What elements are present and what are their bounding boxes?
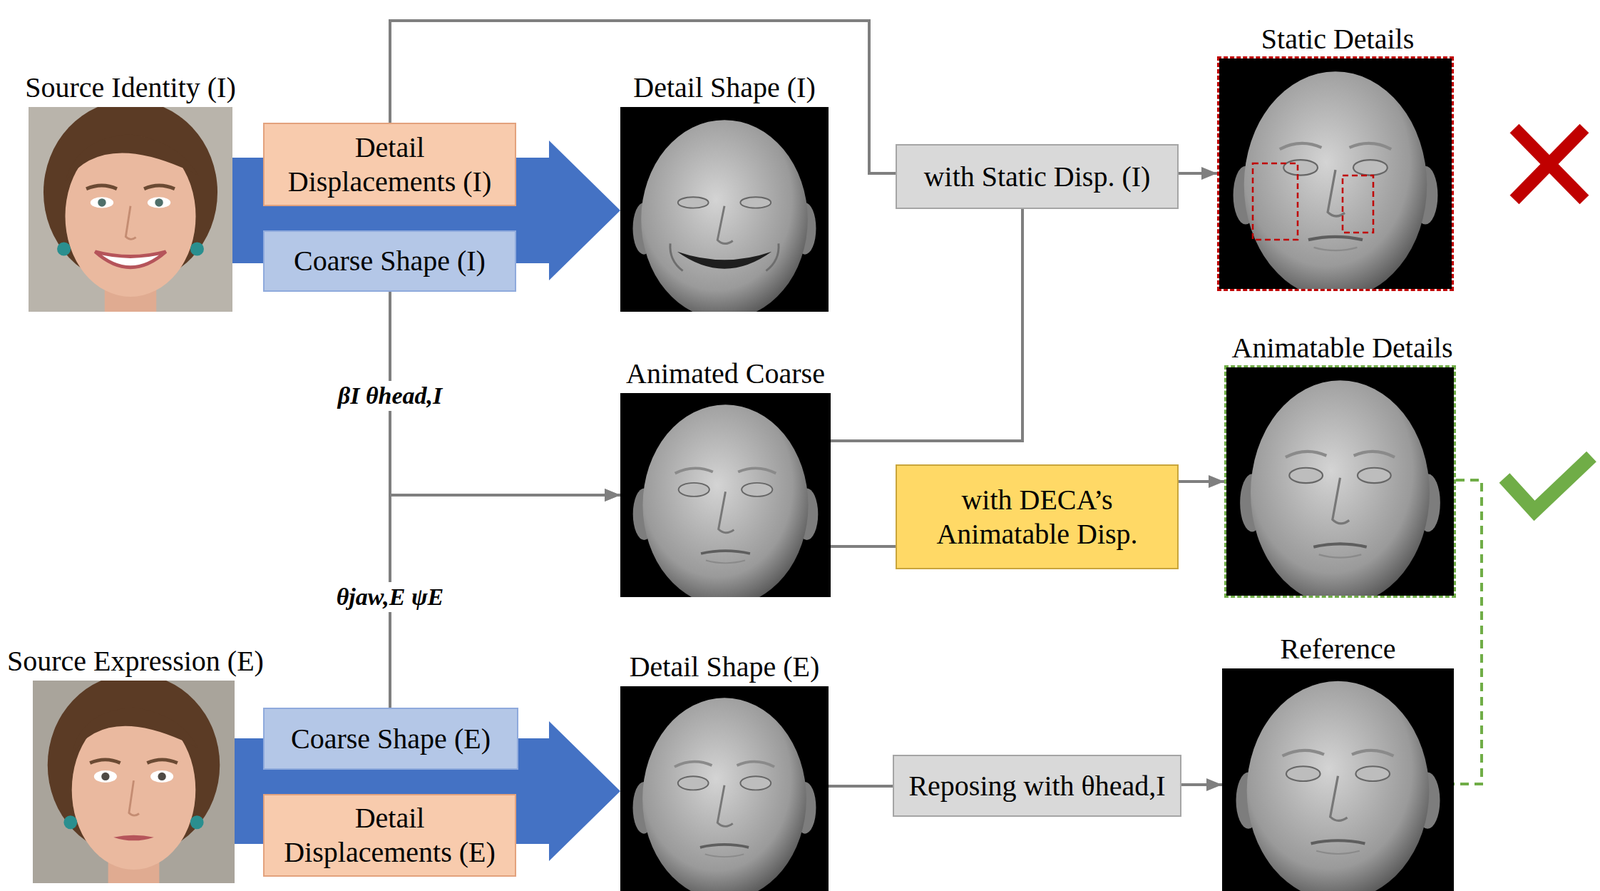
parameter-label: βI θhead,I — [333, 380, 448, 411]
image-heading: Detail Shape (E) — [629, 650, 820, 684]
face-render — [620, 392, 831, 606]
parameter-label: θjaw,E ψE — [332, 581, 449, 612]
face-render — [620, 106, 829, 320]
face-render — [1222, 668, 1454, 891]
connector-line — [830, 544, 896, 548]
face-render — [1226, 367, 1454, 606]
face-render — [1219, 58, 1452, 299]
box-text: with DECA’s Animatable Disp. — [909, 482, 1165, 552]
connector-line — [830, 208, 1023, 441]
connector-line — [1178, 171, 1218, 175]
box-text: Detail Displacements (E) — [277, 800, 502, 870]
box-text: Coarse Shape (I) — [293, 243, 486, 279]
image-heading: Source Identity (I) — [24, 71, 236, 105]
image-heading: Static Details — [1261, 22, 1414, 56]
image-heading: Detail Shape (I) — [633, 71, 815, 105]
image-node: Static Details — [1217, 56, 1454, 291]
box-text: with Static Disp. (I) — [924, 159, 1151, 194]
box-text: Detail Displacements (I) — [277, 130, 502, 199]
image-heading: Source Expression (E) — [7, 644, 264, 678]
image-heading: Animatable Details — [1232, 331, 1454, 365]
process-box: Coarse Shape (E) — [263, 707, 519, 770]
photo-node: Source Identity (I) — [28, 106, 233, 312]
box-text: Reposing with θhead,I — [908, 768, 1166, 803]
process-box: Detail Displacements (I) — [263, 122, 517, 207]
connector-line — [1178, 479, 1225, 483]
process-box: Reposing with θhead,I — [892, 754, 1182, 817]
expression-photo — [32, 673, 235, 883]
process-box: Detail Displacements (E) — [263, 793, 517, 877]
identity-photo — [28, 99, 233, 312]
process-box: with DECA’s Animatable Disp. — [895, 464, 1179, 569]
process-box: with Static Disp. (I) — [895, 144, 1179, 209]
image-node: Animatable Details — [1224, 365, 1456, 598]
image-node: Animated Coarse — [620, 392, 831, 597]
box-text: Coarse Shape (E) — [290, 721, 491, 756]
image-heading: Reference — [1279, 632, 1396, 666]
check-mark — [1504, 456, 1592, 511]
face-render — [620, 685, 829, 891]
highlight-box — [1252, 163, 1298, 240]
connector-line — [1181, 782, 1223, 786]
image-node: Detail Shape (E) — [620, 685, 829, 891]
photo-node: Source Expression (E) — [32, 680, 235, 883]
highlight-box — [1342, 175, 1374, 233]
process-box: Coarse Shape (I) — [263, 230, 517, 292]
connector-line — [828, 784, 893, 788]
dashed-bracket — [1453, 479, 1482, 784]
image-heading: Animated Coarse — [626, 357, 825, 391]
image-node: Detail Shape (I) — [620, 106, 829, 312]
cross-mark — [1514, 128, 1585, 200]
image-node: Reference — [1222, 668, 1454, 891]
